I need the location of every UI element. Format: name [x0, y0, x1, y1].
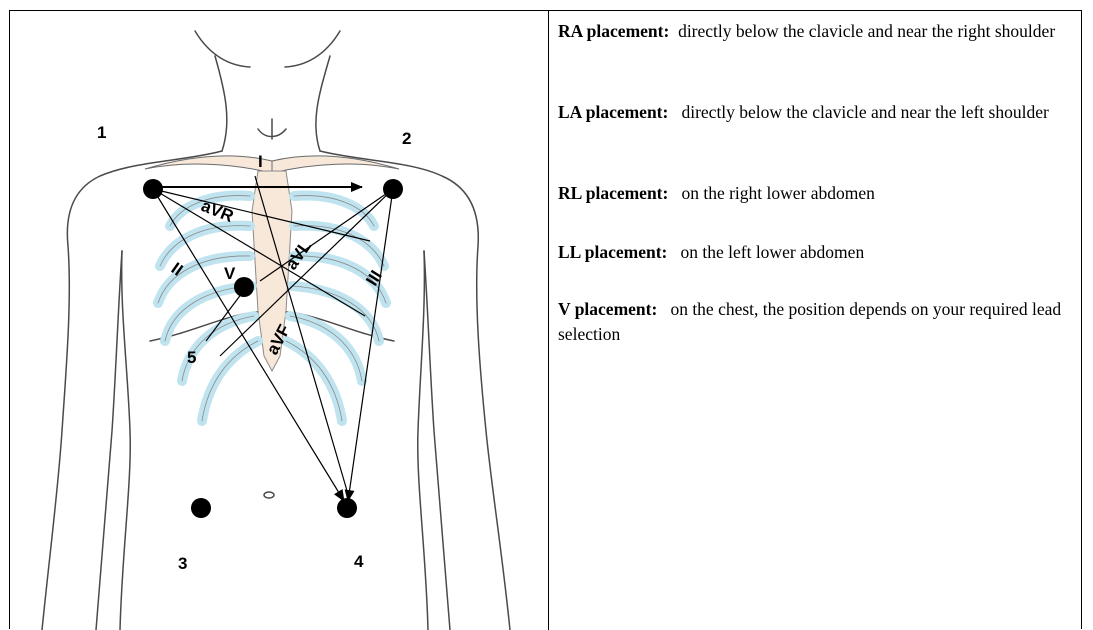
- electrode-number-2: 2: [402, 129, 411, 148]
- lead-label-I: I: [258, 152, 263, 171]
- placement-descriptions: RA placement: directly below the clavicl…: [549, 11, 1082, 630]
- torso-diagram: 1 2 3 4 5 I II III aVR aVL aVF V: [10, 11, 548, 630]
- placement-text: directly below the clavicle and near the…: [678, 21, 1055, 41]
- placement-text: on the right lower abdomen: [681, 183, 874, 203]
- electrode-ra: [143, 179, 163, 199]
- electrode-v: [234, 277, 254, 297]
- figure-table: 1 2 3 4 5 I II III aVR aVL aVF V RA plac…: [9, 10, 1082, 629]
- placement-term: V placement:: [558, 299, 657, 319]
- placement-ll: LL placement: on the left lower abdomen: [558, 240, 1068, 265]
- electrode-rl: [191, 498, 211, 518]
- placement-rl: RL placement: on the right lower abdomen: [558, 181, 1068, 206]
- placement-term: RA placement:: [558, 21, 669, 41]
- electrode-number-3: 3: [178, 554, 187, 573]
- electrode-number-5: 5: [187, 348, 196, 367]
- electrode-ll: [337, 498, 357, 518]
- lead-label-V: V: [224, 264, 236, 283]
- electrode-number-4: 4: [354, 552, 364, 571]
- placement-text: on the left lower abdomen: [681, 242, 865, 262]
- lead-II-arrow: [153, 189, 344, 501]
- placement-v: V placement: on the chest, the position …: [558, 297, 1068, 347]
- electrode-placement-figure: 1 2 3 4 5 I II III aVR aVL aVF V: [10, 11, 548, 630]
- electrode-la: [383, 179, 403, 199]
- placement-term: LL placement:: [558, 242, 667, 262]
- placement-term: LA placement:: [558, 102, 668, 122]
- placement-text: directly below the clavicle and near the…: [681, 102, 1048, 122]
- placement-term: RL placement:: [558, 183, 668, 203]
- placement-ra: RA placement: directly below the clavicl…: [558, 19, 1068, 44]
- electrode-number-1: 1: [97, 123, 106, 142]
- placement-la: LA placement: directly below the clavicl…: [558, 100, 1068, 125]
